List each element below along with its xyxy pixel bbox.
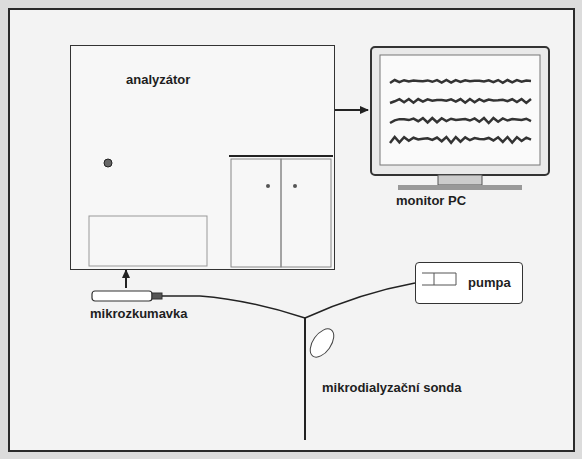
node-label: monitor PC — [396, 193, 466, 208]
trace — [390, 99, 531, 103]
analyzer-details — [71, 46, 336, 271]
door-top — [229, 155, 333, 157]
microtube: mikrozkumavka — [90, 288, 200, 328]
base — [398, 185, 522, 190]
node-label: mikrozkumavka — [90, 306, 188, 321]
analyzer-box: analyzátor — [70, 45, 335, 270]
trace — [390, 118, 531, 123]
indicator — [104, 159, 112, 167]
monitor: monitor PC — [368, 45, 553, 212]
trace — [390, 137, 531, 143]
door — [231, 159, 281, 267]
sample-bay — [89, 216, 207, 266]
connector — [200, 283, 415, 318]
connector — [335, 109, 368, 111]
node-label: analyzátor — [126, 72, 190, 87]
pump-box: pumpa — [415, 262, 523, 304]
connector — [125, 270, 127, 288]
node-label: pumpa — [468, 275, 511, 290]
trace — [390, 80, 531, 83]
door — [281, 159, 331, 267]
monitor-screen — [368, 45, 553, 210]
part-label: mikrodialyzační sonda — [322, 380, 461, 395]
probe-tip — [305, 325, 338, 362]
stand — [438, 175, 482, 185]
handle — [293, 184, 297, 188]
handle — [266, 184, 270, 188]
probe-shaft — [304, 318, 306, 440]
